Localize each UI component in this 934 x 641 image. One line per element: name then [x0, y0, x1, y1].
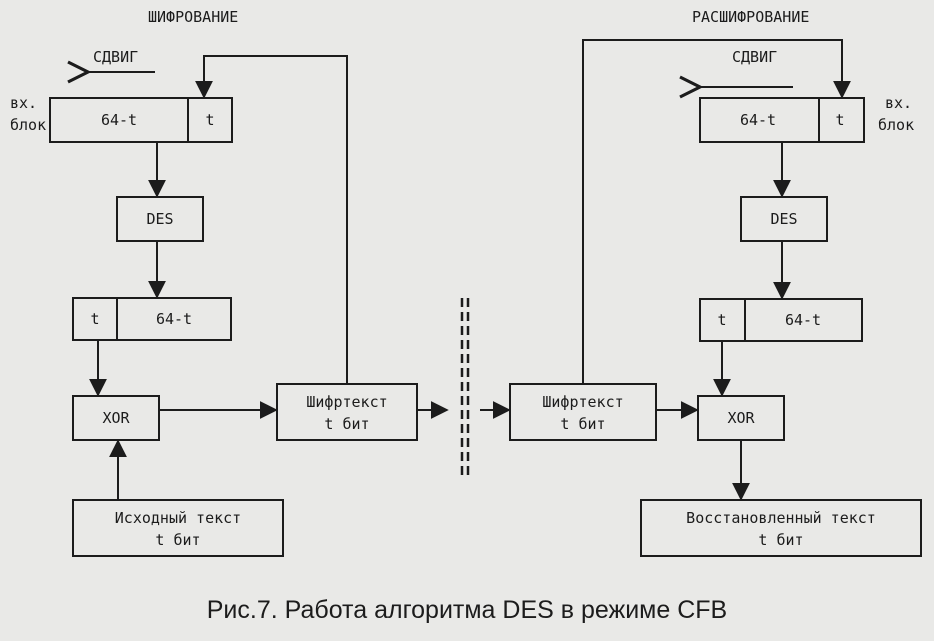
enc-plaintext-box: Исходный текст t бит: [72, 499, 284, 557]
dec-output-right: 64-t: [785, 311, 821, 329]
dec-input-label-1: вх.: [885, 94, 912, 112]
dec-recovered-box: Восстановленный текст t бит: [640, 499, 922, 557]
enc-shift-label: СДВИГ: [93, 48, 138, 66]
enc-input-label-1: вх.: [10, 94, 37, 112]
dec-feedback-arrow: [582, 39, 851, 384]
enc-plaintext-line2: t бит: [155, 531, 200, 549]
figure-caption: Рис.7. Работа алгоритма DES в режиме CFB: [206, 596, 728, 624]
enc-des-label: DES: [146, 210, 173, 228]
encryption-title: ШИФРОВАНИЕ: [148, 8, 238, 26]
decryption-title: РАСШИФРОВАНИЕ: [692, 8, 809, 26]
dec-recovered-line1: Восстановленный текст: [686, 509, 876, 527]
dec-des-label: DES: [770, 210, 797, 228]
dec-ciphertext-line2: t бит: [560, 415, 605, 433]
enc-des-box: DES: [116, 196, 204, 242]
dec-input-register: 64-t t: [699, 97, 865, 143]
enc-ciphertext-line2: t бит: [324, 415, 369, 433]
dec-shift-label: СДВИГ: [732, 48, 777, 66]
dec-register-right: t: [835, 111, 844, 129]
dec-output-register: t 64-t: [699, 298, 863, 342]
dec-xor-label: XOR: [727, 409, 755, 427]
enc-plaintext-line1: Исходный текст: [115, 509, 241, 527]
dec-output-left: t: [717, 311, 726, 329]
enc-register-left: 64-t: [101, 111, 137, 129]
enc-output-right: 64-t: [156, 310, 192, 328]
enc-output-register: t 64-t: [72, 297, 232, 341]
dec-des-box: DES: [740, 196, 828, 242]
enc-output-left: t: [90, 310, 99, 328]
enc-input-label-2: блок: [10, 116, 46, 134]
enc-input-register: 64-t t: [49, 97, 233, 143]
enc-xor-label: XOR: [102, 409, 130, 427]
enc-xor-box: XOR: [72, 395, 160, 441]
dec-input-label-2: блок: [878, 116, 914, 134]
enc-ciphertext-box: Шифртекст t бит: [276, 383, 418, 441]
enc-feedback-arrow: [195, 55, 348, 384]
enc-ciphertext-line1: Шифртекст: [306, 393, 387, 411]
dec-ciphertext-line1: Шифртекст: [542, 393, 623, 411]
cfb-diagram: ШИФРОВАНИЕ СДВИГ вх. блок 64-t t DES t 6…: [10, 8, 922, 557]
enc-register-right: t: [205, 111, 214, 129]
dec-ciphertext-box: Шифртекст t бит: [509, 383, 657, 441]
dec-xor-box: XOR: [697, 395, 785, 441]
dec-register-left: 64-t: [740, 111, 776, 129]
dec-recovered-line2: t бит: [758, 531, 803, 549]
